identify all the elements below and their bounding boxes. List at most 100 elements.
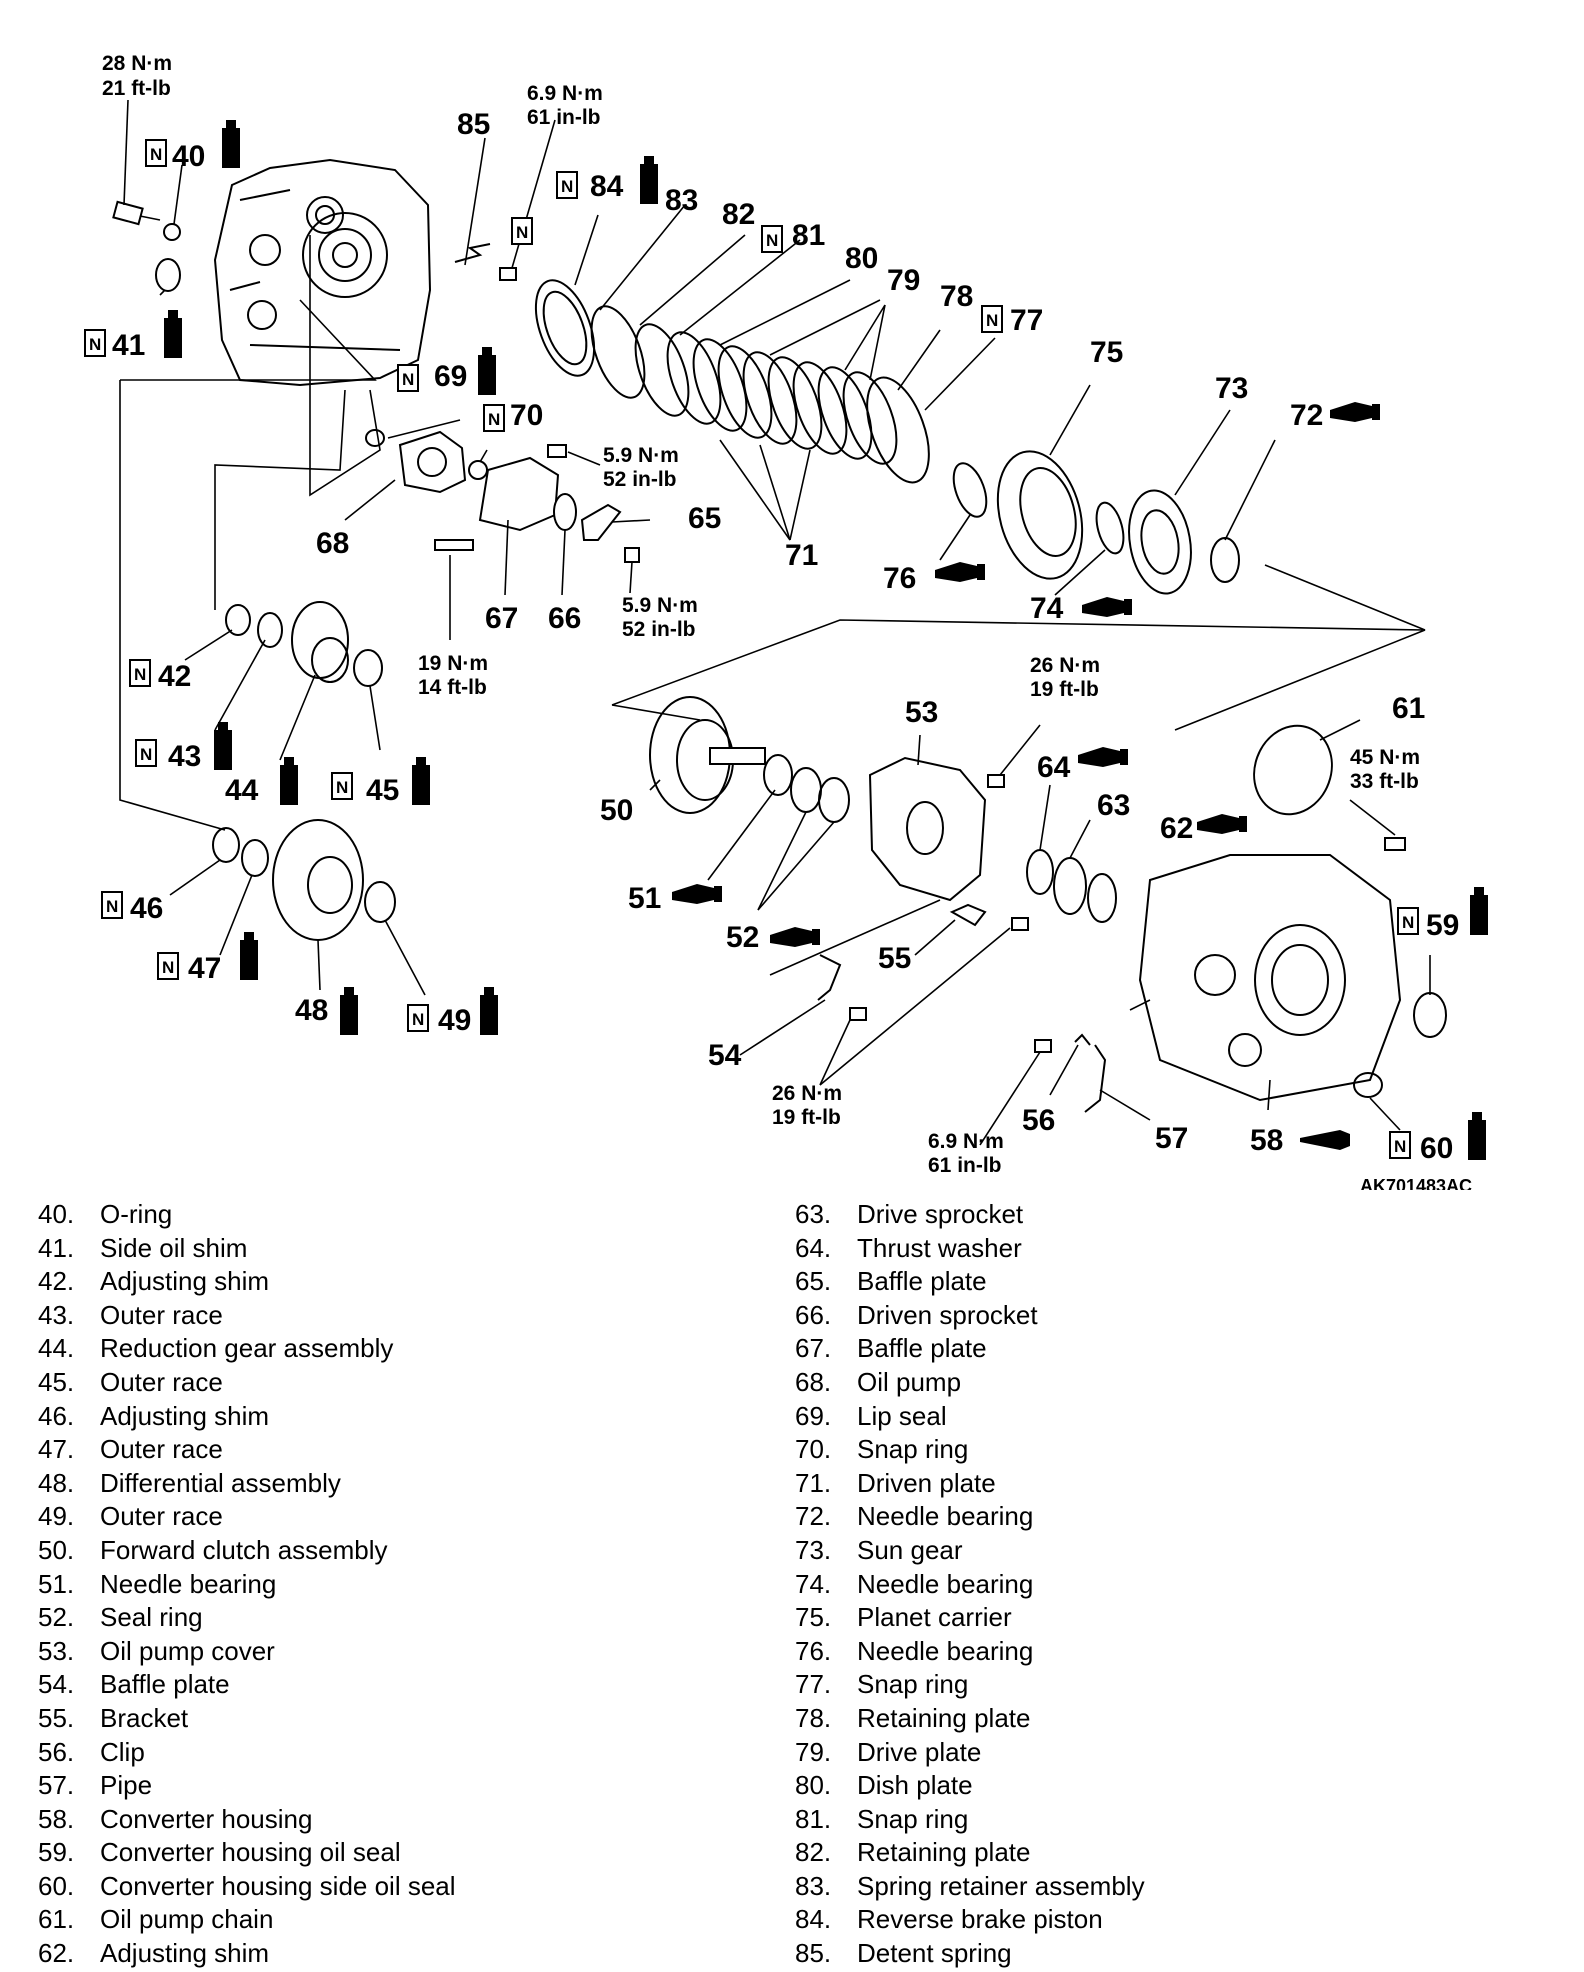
svg-text:59: 59: [1426, 909, 1459, 942]
legend-item-number: 79.: [795, 1736, 832, 1767]
legend-item-number: 41.: [38, 1232, 75, 1263]
torque-61inlb-b: 61 in-lb: [928, 1154, 1002, 1177]
torque-26nm-a: 26 N·m: [1030, 654, 1100, 677]
sun-gear-73: [1128, 489, 1192, 595]
legend-item-number: 44.: [38, 1333, 75, 1364]
legend-item-number: 63.: [795, 1199, 832, 1229]
legend-item: 66.Driven sprocket: [795, 1299, 1495, 1333]
grease-gun-icons: [672, 402, 1380, 1150]
svg-text:78: 78: [940, 280, 973, 313]
legend-item-number: 47.: [38, 1434, 75, 1465]
drive-sprocket-63: [1053, 857, 1087, 915]
legend-item: 46.Adjusting shim: [38, 1400, 738, 1434]
svg-text:65: 65: [688, 502, 721, 535]
svg-text:41: 41: [112, 329, 145, 362]
svg-text:57: 57: [1155, 1122, 1188, 1155]
svg-text:77: 77: [1010, 304, 1043, 337]
legend-item: 40.O-ring: [38, 1198, 738, 1232]
legend-item: 83.Spring retainer assembly: [795, 1870, 1495, 1904]
svg-text:45: 45: [366, 774, 399, 807]
legend-item: 64.Thrust washer: [795, 1232, 1495, 1266]
torque-33ftlb: 33 ft-lb: [1350, 770, 1419, 793]
svg-text:75: 75: [1090, 336, 1123, 369]
legend-item-name: Dish plate: [857, 1770, 973, 1801]
driven-sprocket-66: [553, 493, 577, 531]
legend-item-number: 54.: [38, 1669, 75, 1700]
svg-text:48: 48: [295, 994, 328, 1027]
legend-item: 63.Drive sprocket: [795, 1198, 1495, 1232]
svg-text:72: 72: [1290, 399, 1323, 432]
legend-item-number: 45.: [38, 1366, 75, 1397]
svg-text:80: 80: [845, 242, 878, 275]
legend-item: 65. Baffle plate: [795, 1265, 1495, 1299]
legend-item-name: Baffle plate: [857, 1266, 987, 1297]
cover-bolt: [987, 774, 1005, 788]
svg-text:N: N: [89, 335, 101, 354]
diagram-code: AK701483AC: [1360, 1176, 1472, 1190]
svg-text:82: 82: [722, 198, 755, 231]
legend-item: 69.Lip seal: [795, 1400, 1495, 1434]
legend-item-number: 62.: [38, 1938, 75, 1969]
legend-item-number: 81.: [795, 1803, 832, 1834]
legend-item-number: 83.: [795, 1870, 832, 1901]
transaxle-case: [213, 158, 432, 387]
svg-text:52: 52: [726, 921, 759, 954]
oil-seal-60: [1353, 1072, 1383, 1098]
differential-48: [272, 819, 364, 941]
legend-item-number: 77.: [795, 1669, 832, 1700]
svg-text:71: 71: [785, 539, 818, 572]
legend-item: 75.Planet carrier: [795, 1601, 1495, 1635]
legend-item: 51.Needle bearing: [38, 1568, 738, 1602]
legend-item-name: Snap ring: [857, 1434, 969, 1465]
legend-item: 49.Outer race: [38, 1500, 738, 1534]
legend-item-name: Snap ring: [857, 1669, 969, 1700]
svg-text:63: 63: [1097, 789, 1130, 822]
legend-item: 45.Outer race: [38, 1366, 738, 1400]
legend-item: 57.Pipe: [38, 1769, 738, 1803]
bracket-55: [949, 903, 987, 927]
legend-item-name: Planet carrier: [857, 1602, 1012, 1633]
svg-text:43: 43: [168, 740, 201, 773]
legend-item-name: Needle bearing: [857, 1501, 1034, 1532]
baffle-plate-54: [817, 954, 842, 1001]
legend-item-number: 51.: [38, 1568, 75, 1599]
legend-item-name: Needle bearing: [857, 1568, 1034, 1599]
svg-text:74: 74: [1030, 592, 1064, 625]
legend-item: 85.Detent spring: [795, 1937, 1495, 1971]
legend-item-number: 65.: [795, 1266, 832, 1297]
svg-text:N: N: [986, 311, 998, 330]
lip-seal-69: [365, 429, 385, 447]
torque-19nm: 19 N·m: [418, 652, 488, 675]
svg-text:42: 42: [158, 660, 191, 693]
legend-item-number: 84.: [795, 1904, 832, 1935]
svg-text:N: N: [1394, 1137, 1406, 1156]
detent-bolt: [499, 267, 517, 281]
legend-item: 76.Needle bearing: [795, 1635, 1495, 1669]
clip-56: [1074, 1033, 1091, 1046]
svg-text:N: N: [106, 897, 118, 916]
svg-text:67: 67: [485, 602, 518, 635]
clutch-plate-stack: [534, 279, 930, 484]
legend-item: 56.Clip: [38, 1736, 738, 1770]
svg-text:83: 83: [665, 184, 698, 217]
oil-pump-chain-61: [1253, 724, 1333, 816]
svg-text:66: 66: [548, 602, 581, 635]
oil-seal-59: [1413, 992, 1447, 1038]
torque-21ftlb: 21 ft-lb: [102, 77, 171, 100]
detent-spring-85: [454, 243, 491, 263]
legend-item: 72.Needle bearing: [795, 1500, 1495, 1534]
bracket-bolt: [1011, 917, 1029, 931]
legend-item-name: Driven sprocket: [857, 1299, 1038, 1330]
svg-text:N: N: [150, 145, 162, 164]
svg-text:64: 64: [1037, 751, 1071, 784]
legend-item-number: 61.: [38, 1904, 75, 1935]
legend-item-name: Outer race: [100, 1501, 223, 1532]
torque-5-9nm-a: 5.9 N·m: [603, 444, 679, 467]
seal-ring-52b: [818, 777, 850, 823]
torque-52inlb-b: 52 in-lb: [622, 618, 696, 641]
legend-item: 71.Driven plate: [795, 1467, 1495, 1501]
legend-item-name: Outer race: [100, 1434, 223, 1465]
torque-6-9nm-b: 6.9 N·m: [928, 1130, 1004, 1153]
svg-text:60: 60: [1420, 1132, 1453, 1165]
legend-item-name: Retaining plate: [857, 1702, 1031, 1733]
